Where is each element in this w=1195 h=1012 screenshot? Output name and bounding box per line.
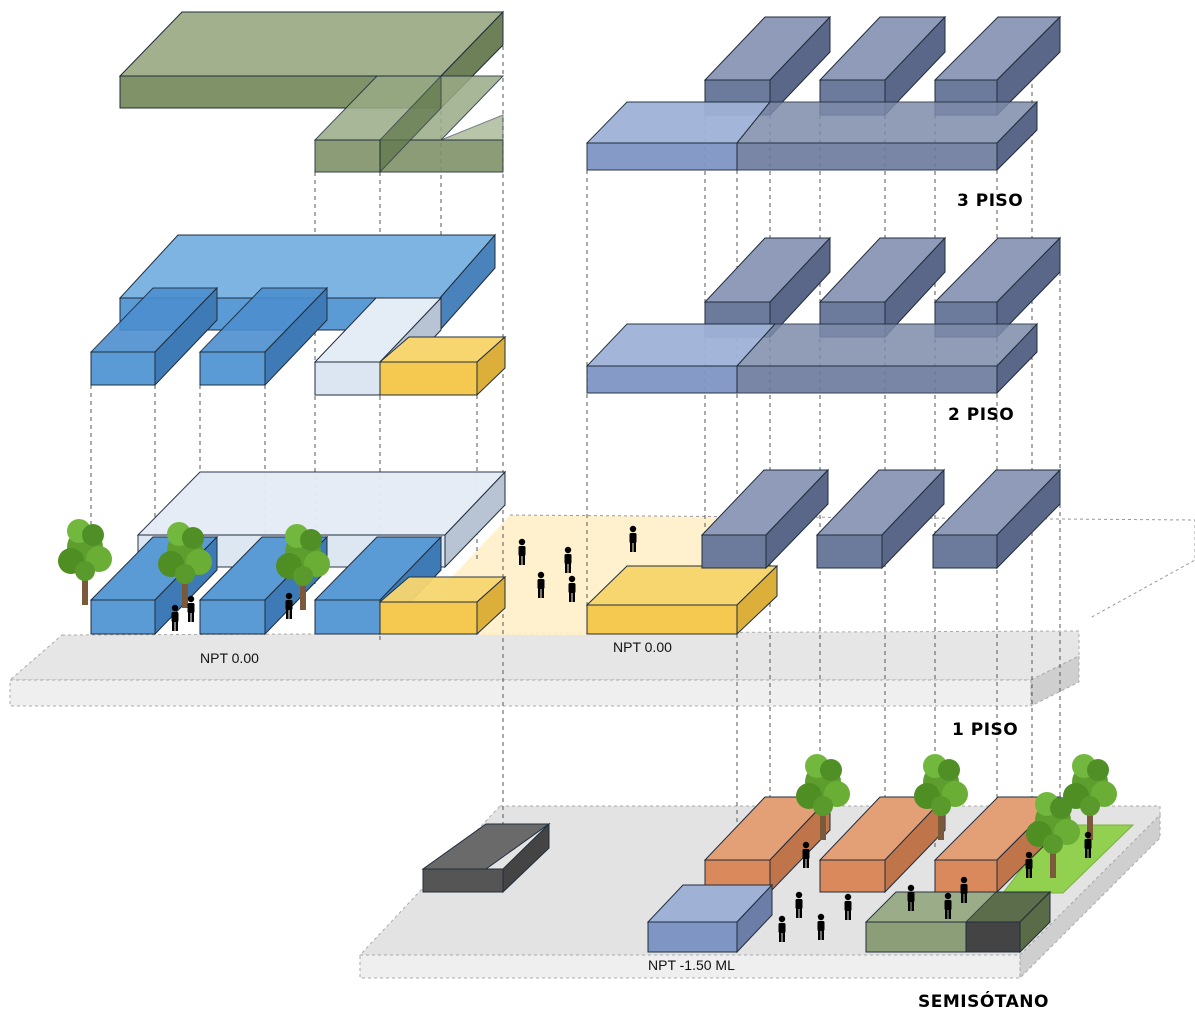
third-floor-navy-towers xyxy=(703,15,1062,117)
grass-patch xyxy=(1001,824,1135,894)
first-floor-yellow-volume-left xyxy=(378,575,507,636)
first-floor-navy-towers xyxy=(700,468,1062,570)
floor-label-first: 1 PISO xyxy=(952,720,1018,740)
level-label-basement: NPT -1.50 ML xyxy=(648,957,735,973)
floor-label-second: 2 PISO xyxy=(948,405,1014,425)
second-floor-blue-wing-1 xyxy=(89,286,219,387)
basement-green-volume xyxy=(864,890,1052,954)
basement-blue-volume xyxy=(646,883,774,954)
level-label-center: NPT 0.00 xyxy=(613,639,672,655)
third-floor-green-volume-small xyxy=(313,74,505,174)
floor-label-third: 3 PISO xyxy=(957,191,1023,211)
level-label-left: NPT 0.00 xyxy=(200,650,259,666)
plaza-area xyxy=(440,514,1195,635)
third-floor-navy-slab xyxy=(585,100,1039,172)
second-floor-blue-wing-2 xyxy=(198,286,329,387)
second-floor-navy-towers xyxy=(703,236,1062,339)
ground-floor-platform xyxy=(8,630,1080,707)
basement-dark-volume xyxy=(421,822,551,894)
first-floor-yellow-volume-center xyxy=(585,564,779,636)
floor-label-basement: SEMISÓTANO xyxy=(918,990,1049,1012)
second-floor-navy-slab xyxy=(585,322,1039,395)
basement-orange-volumes xyxy=(703,795,1062,894)
second-floor-yellow-volume xyxy=(378,335,507,397)
